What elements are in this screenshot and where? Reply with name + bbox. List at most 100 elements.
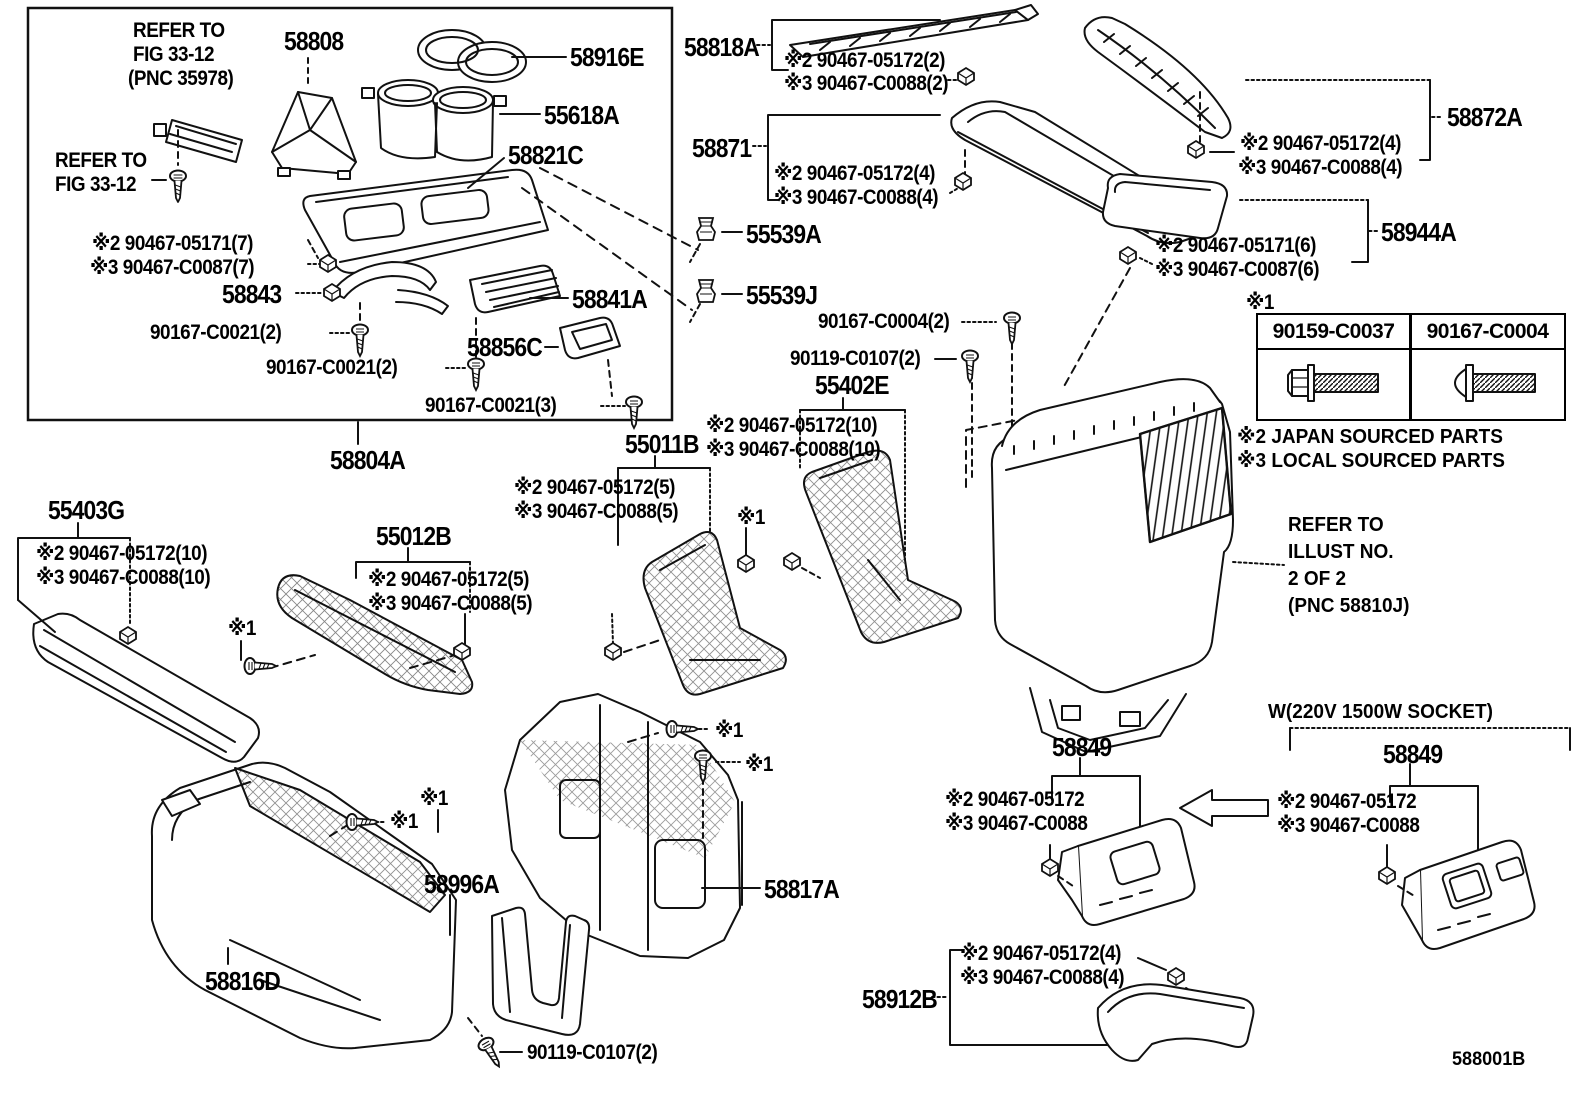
bracket-58818A <box>756 19 941 71</box>
leader-refer-illust <box>1232 561 1285 566</box>
screw-icon <box>169 169 187 203</box>
note-refer-illust: (PNC 58810J) <box>1288 595 1410 617</box>
part-58996A-sketch <box>491 906 591 1036</box>
fastener-table-col1-header: 90159-C0037 <box>1258 315 1409 350</box>
part-label-58843: 58843 <box>222 279 282 309</box>
fastener-label: 90167-C0021(2) <box>266 356 398 379</box>
fastener-label: ※2 90467-05172(4) <box>774 162 936 185</box>
note-japan-sourced: ※2 JAPAN SOURCED PARTS <box>1237 426 1503 448</box>
fastener-label: ※2 90467-05172(4) <box>960 942 1122 965</box>
bracket-55402E <box>799 397 906 561</box>
bracket-58944A <box>1239 199 1378 263</box>
part-58818A-sketch <box>789 4 1039 58</box>
fastener-label: 90119-C0107(2) <box>790 347 921 370</box>
part-label-58849: 58849 <box>1383 739 1443 769</box>
fastener-label: ※3 90467-C0087(7) <box>90 256 255 279</box>
fastener-label: ※3 90467-C0088(10) <box>36 566 211 589</box>
part-label-55403G: 55403G <box>48 495 125 525</box>
bracket-58912B <box>931 949 1136 1046</box>
part-label-55539A: 55539A <box>746 219 822 249</box>
fastener-label: ※3 90467-C0087(6) <box>1155 258 1320 281</box>
note-socket-variant: W(220V 1500W SOCKET) <box>1268 701 1493 723</box>
bracket-55403G <box>17 522 131 633</box>
part-label-58808: 58808 <box>284 26 344 56</box>
fastener-label: ※2 90467-05172 <box>945 788 1085 811</box>
fastener-label: ※2 90467-05172(4) <box>1240 132 1402 155</box>
part-58804A-sketch <box>302 168 549 274</box>
note-refer-fig: FIG 33-12 <box>133 43 215 66</box>
upper-panel-group-box <box>26 6 674 422</box>
fastener-label: ※3 90467-C0088 <box>945 812 1088 835</box>
fastener-label: 90167-C0021(3) <box>425 394 557 417</box>
fastener-label: ※3 90467-C0088 <box>1277 814 1420 837</box>
fastener-table-divider <box>1409 315 1412 419</box>
fastener-label: ※2 90467-05172(10) <box>36 542 208 565</box>
bracket-w-socket <box>1289 727 1571 751</box>
part-58841A-sketch <box>469 264 561 314</box>
part-label-58818A: 58818A <box>684 32 760 62</box>
fastener-label: ※3 90467-C0088(10) <box>706 438 881 461</box>
fastener-label: 90119-C0107(2) <box>527 1041 658 1064</box>
part-55402E-sketch <box>803 449 962 644</box>
part-label-55539J: 55539J <box>746 280 818 310</box>
bracket-58872A <box>1245 79 1444 161</box>
part-58856C-sketch <box>559 316 621 360</box>
fastener-table: 90159-C0037 90167-C0004 <box>1256 313 1566 421</box>
fastener-label: ※2 90467-05171(6) <box>1155 234 1317 257</box>
ref1-marker: ※1 <box>745 753 773 776</box>
part-console-box-sketch <box>990 378 1234 753</box>
note-refer-illust: 2 OF 2 <box>1288 568 1347 590</box>
part-58849-left-sketch <box>1057 818 1196 926</box>
direction-arrow-icon <box>1179 789 1269 827</box>
fastener-label: ※2 90467-05172(5) <box>368 568 530 591</box>
part-58849-right-sketch <box>1401 839 1536 950</box>
part-label-58944A: 58944A <box>1381 217 1457 247</box>
part-label-55012B: 55012B <box>376 521 452 551</box>
part-label-58849: 58849 <box>1052 732 1112 762</box>
fastener-label: ※3 90467-C0088(5) <box>368 592 533 615</box>
fastener-table-col2-header: 90167-C0004 <box>1411 315 1564 350</box>
fastener-label: ※2 90467-05172(2) <box>784 49 946 72</box>
fastener-label: ※3 90467-C0088(5) <box>514 500 679 523</box>
part-58912B-sketch <box>1096 983 1255 1062</box>
shift-rail-sketch <box>153 119 243 166</box>
ref1-marker: ※1 <box>228 617 256 640</box>
part-label-58872A: 58872A <box>1447 102 1523 132</box>
note-refer-fig-pnc: (PNC 35978) <box>128 67 234 90</box>
note-refer-fig: REFER TO <box>133 19 225 42</box>
bracket-58849-right <box>1389 763 1479 863</box>
part-label-55402E: 55402E <box>815 370 889 400</box>
part-55011B-sketch <box>642 531 787 696</box>
note-refer-fig-2: REFER TO <box>55 149 147 172</box>
fastener-label: ※2 90467-05172 <box>1277 790 1417 813</box>
part-label-58916E: 58916E <box>570 42 644 72</box>
part-label-58996A: 58996A <box>424 869 500 899</box>
part-label-58821C: 58821C <box>508 140 584 170</box>
part-label-58816D: 58816D <box>205 966 281 996</box>
part-label-55618A: 55618A <box>544 100 620 130</box>
part-55618A-sketch <box>361 79 507 162</box>
part-label-58871: 58871 <box>692 133 752 163</box>
part-58817A-sketch <box>504 693 743 959</box>
part-label-58912B: 58912B <box>862 984 938 1014</box>
fastener-label: ※3 90467-C0088(2) <box>784 72 949 95</box>
ref1-marker: ※1 <box>737 506 765 529</box>
bracket-58871 <box>752 114 941 201</box>
ref1-marker: ※1 <box>1246 291 1274 314</box>
note-refer-illust: REFER TO <box>1288 514 1384 536</box>
note-refer-fig-2: FIG 33-12 <box>55 173 137 196</box>
note-refer-illust: ILLUST NO. <box>1288 541 1394 563</box>
leader-58821C <box>467 157 505 189</box>
part-58843-sketch <box>331 261 449 315</box>
part-55403G-sketch <box>32 612 260 763</box>
part-58816D-sketch <box>150 761 457 1050</box>
part-label-58856C: 58856C <box>467 332 543 362</box>
fastener-label: ※2 90467-05171(7) <box>92 232 254 255</box>
fastener-label: 90167-C0021(2) <box>150 321 282 344</box>
fastener-label: ※3 90467-C0088(4) <box>960 966 1125 989</box>
part-label-58804A: 58804A <box>330 445 406 475</box>
part-label-58817A: 58817A <box>764 874 840 904</box>
part-58872A-sketch <box>1083 16 1232 139</box>
part-58944A-sketch <box>1101 173 1229 240</box>
